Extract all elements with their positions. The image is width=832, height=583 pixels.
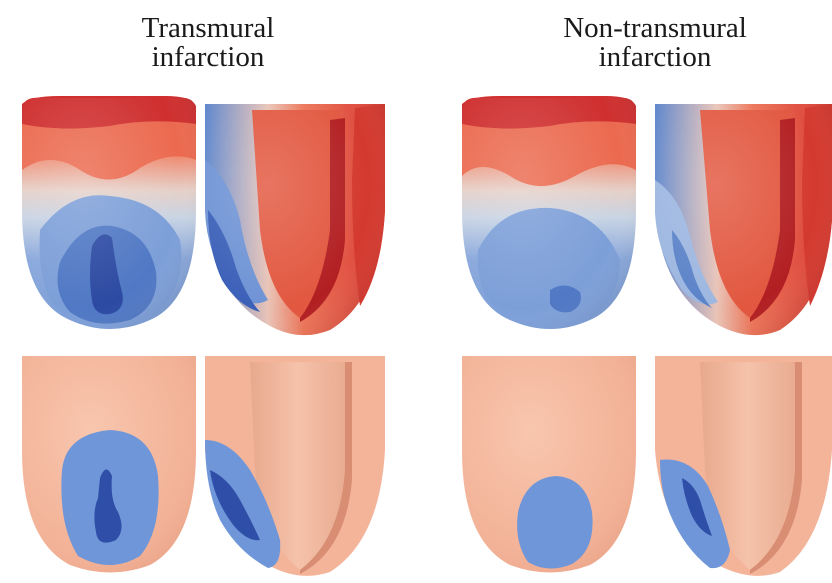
transmural-bottom-cut-heart	[205, 356, 385, 576]
nontransmural-bottom-whole-heart	[462, 356, 636, 573]
transmural-bottom-whole-heart	[22, 356, 196, 573]
nontransmural-bottom-cut-heart	[655, 356, 832, 576]
nontransmural-infarct-border-zone	[517, 476, 592, 569]
transmural-top-whole-heart	[22, 96, 196, 329]
transmural-top-cut-heart	[205, 104, 385, 335]
nontransmural-top-whole-heart	[462, 96, 636, 329]
nontransmural-top-cut-heart	[655, 104, 832, 335]
